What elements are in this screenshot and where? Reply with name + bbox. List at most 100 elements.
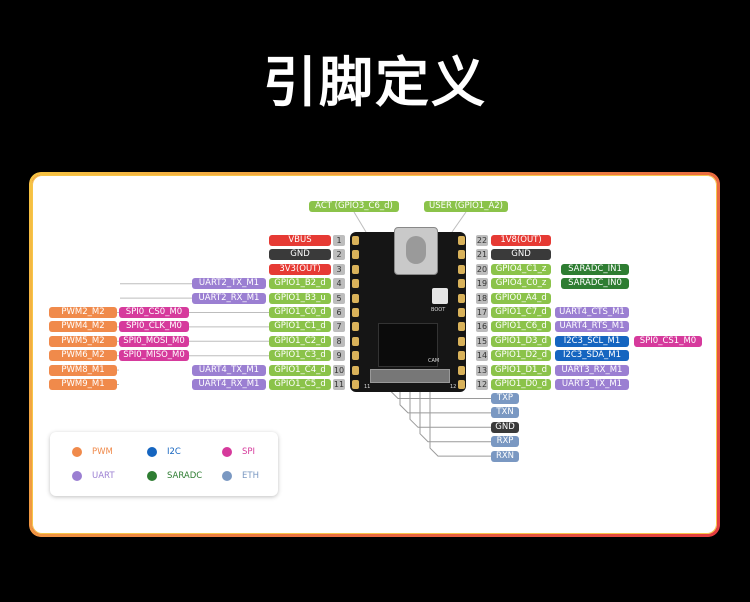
pwm-legend-dot-icon bbox=[72, 447, 82, 457]
left-pin-label: GPIO1_C2_d bbox=[269, 335, 331, 347]
pin-pad-icon bbox=[458, 322, 465, 332]
right-pin-label: GPIO1_C6_d bbox=[491, 321, 551, 333]
left-pin-number: 2 bbox=[333, 249, 345, 261]
pin-pad-icon bbox=[352, 308, 359, 317]
left-pin-number: 5 bbox=[333, 292, 345, 304]
right-alt1-label: UART3_TX_M1 bbox=[555, 379, 629, 390]
page-title: 引脚定义 bbox=[263, 51, 487, 114]
left-pin-number: 6 bbox=[333, 307, 345, 318]
right-alt1-label: SARADC_IN1 bbox=[561, 263, 629, 275]
pin-pad-icon bbox=[458, 279, 465, 289]
left-alt1-label: UART4_RX_M1 bbox=[192, 379, 266, 390]
legend-saradc: SARADC bbox=[167, 471, 203, 481]
user-led-label: USER (GPIO1_A2) bbox=[424, 201, 508, 212]
right-pin-number: 19 bbox=[476, 278, 488, 290]
right-pin-number: 15 bbox=[476, 335, 488, 347]
right-pin-number: 18 bbox=[476, 292, 488, 304]
right-pin-label: GPIO1_C7_d bbox=[491, 307, 551, 318]
eth-pin-label: GND bbox=[491, 421, 519, 433]
eth-legend-dot-icon bbox=[222, 471, 232, 481]
right-pin-label: GPIO1_D0_d bbox=[491, 379, 551, 390]
right-pin-label: 1V8(OUT) bbox=[491, 235, 551, 246]
left-pin-number: 4 bbox=[333, 278, 345, 290]
left-alt1-label: SPI0_MOSI_M0 bbox=[119, 335, 189, 347]
right-pin-number: 14 bbox=[476, 350, 488, 362]
right-pin-number: 17 bbox=[476, 307, 488, 318]
left-alt1-label: SPI0_CLK_M0 bbox=[119, 321, 189, 333]
pin-pad-icon bbox=[458, 236, 465, 245]
pin-pad-icon bbox=[352, 293, 359, 303]
camera-connector-icon bbox=[370, 369, 450, 383]
eth-pin-label: RXN bbox=[491, 450, 519, 462]
left-pin-label: VBUS bbox=[269, 235, 331, 246]
left-alt2-label: PWM5_M2 bbox=[49, 335, 117, 347]
right-alt2-label: SPI0_CS1_M0 bbox=[634, 335, 702, 347]
left-pin-label: GND bbox=[269, 249, 331, 261]
pin-pad-icon bbox=[458, 380, 465, 389]
pin-pad-icon bbox=[352, 336, 359, 346]
left-pin-number: 10 bbox=[333, 364, 345, 376]
left-pin-label: GPIO1_C5_d bbox=[269, 379, 331, 390]
legend-i2c: I2C bbox=[167, 447, 181, 457]
pin-pad-icon bbox=[458, 308, 465, 317]
eth-connector-line bbox=[409, 383, 491, 428]
act-led-label: ACT (GPIO3_C6_d) bbox=[309, 201, 399, 212]
pin-pad-icon bbox=[352, 351, 359, 361]
uart-legend-dot-icon bbox=[72, 471, 82, 481]
left-alt2-label: PWM4_M2 bbox=[49, 321, 117, 333]
i2c-legend-dot-icon bbox=[147, 447, 157, 457]
right-pin-label: GPIO4_C1_z bbox=[491, 263, 551, 275]
legend-spi: SPI bbox=[242, 447, 256, 457]
right-pin-number: 16 bbox=[476, 321, 488, 333]
eth-pin-label: TXP bbox=[491, 393, 519, 404]
legend-eth: ETH bbox=[242, 471, 259, 481]
right-alt1-label: I2C3_SCL_M1 bbox=[555, 335, 629, 347]
left-pin-label: GPIO1_B3_u bbox=[269, 292, 331, 304]
left-alt1-label: UART4_TX_M1 bbox=[192, 364, 266, 376]
pin-pad-icon bbox=[352, 380, 359, 389]
eth-pin-label: RXP bbox=[491, 436, 519, 448]
boot-label: BOOT bbox=[431, 307, 446, 313]
legend-pwm: PWM bbox=[92, 447, 113, 457]
left-alt1-label: UART2_RX_M1 bbox=[192, 292, 266, 304]
eth-pin-label: TXN bbox=[491, 407, 519, 419]
pin-pad-icon bbox=[352, 365, 359, 375]
left-pin-label: 3V3(OUT) bbox=[269, 263, 331, 275]
soc-chip-icon bbox=[378, 323, 438, 367]
pin-pad-icon bbox=[458, 336, 465, 346]
left-pin-label: GPIO1_C0_d bbox=[269, 307, 331, 318]
left-pin-number: 11 bbox=[333, 379, 345, 390]
pin-pad-icon bbox=[458, 351, 465, 361]
right-pin-label: GPIO1_D2_d bbox=[491, 350, 551, 362]
connector-line bbox=[451, 211, 467, 233]
right-pin-number: 13 bbox=[476, 364, 488, 376]
eth-connector-line bbox=[419, 383, 491, 443]
eth-connector-line bbox=[399, 383, 491, 414]
left-alt2-label: PWM2_M2 bbox=[49, 307, 117, 318]
cam-label: CAM bbox=[428, 358, 440, 364]
right-alt1-label: UART3_RX_M1 bbox=[555, 364, 629, 376]
left-pin-label: GPIO1_B2_d bbox=[269, 278, 331, 290]
left-pin-number: 3 bbox=[333, 263, 345, 275]
pin-pad-icon bbox=[352, 250, 359, 260]
right-pin-label: GPIO1_D3_d bbox=[491, 335, 551, 347]
board-pin12-label: 12 bbox=[450, 384, 457, 390]
left-pin-number: 7 bbox=[333, 321, 345, 333]
board-pin11-label: 11 bbox=[364, 384, 371, 390]
eth-connector-line bbox=[429, 383, 491, 457]
right-pin-label: GPIO0_A4_d bbox=[491, 292, 551, 304]
left-pin-number: 8 bbox=[333, 335, 345, 347]
pin-pad-icon bbox=[458, 250, 465, 260]
legend bbox=[50, 432, 278, 496]
right-alt1-label: UART4_RTS_M1 bbox=[555, 321, 629, 333]
saradc-legend-dot-icon bbox=[147, 471, 157, 481]
left-pin-label: GPIO1_C3_d bbox=[269, 350, 331, 362]
left-alt1-label: SPI0_MISO_M0 bbox=[119, 350, 189, 362]
legend-uart: UART bbox=[92, 471, 115, 481]
right-pin-label: GND bbox=[491, 249, 551, 261]
right-pin-label: GPIO1_D1_d bbox=[491, 364, 551, 376]
right-pin-number: 20 bbox=[476, 263, 488, 275]
right-pin-label: GPIO4_C0_z bbox=[491, 278, 551, 290]
pin-pad-icon bbox=[352, 279, 359, 289]
usb-c-connector-icon bbox=[394, 227, 438, 275]
